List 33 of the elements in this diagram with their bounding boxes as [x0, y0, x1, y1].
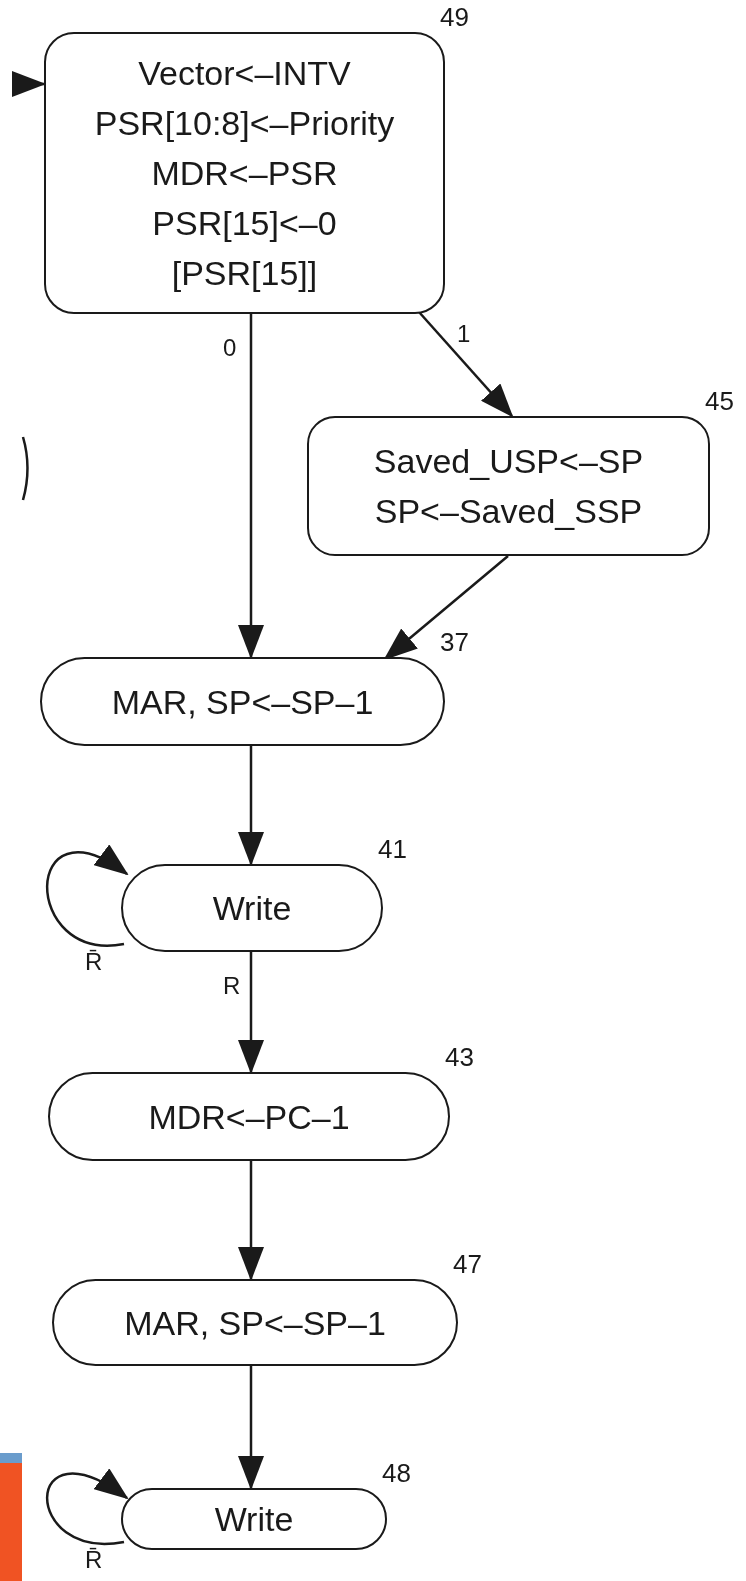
state-number: 48	[382, 1458, 411, 1489]
state-number: 37	[440, 627, 469, 658]
arrow	[12, 71, 46, 97]
state-action: MDR<–PSR	[151, 153, 338, 194]
state-number: 41	[378, 834, 407, 865]
state-number: 45	[705, 386, 734, 417]
state-action: PSR[10:8]<–Priority	[94, 103, 395, 144]
arrow	[238, 1161, 264, 1281]
state-action: Write	[214, 1499, 294, 1540]
state-number: 43	[445, 1042, 474, 1073]
edge-label: R̄	[85, 948, 103, 976]
edge-label: R	[223, 972, 241, 1000]
state-action: [PSR[15]]	[171, 253, 318, 294]
arrow	[238, 746, 264, 866]
arrow	[238, 952, 264, 1074]
state-action: MAR, SP<–SP–1	[124, 1302, 386, 1344]
loop-arrow	[46, 1469, 129, 1545]
state-action: Vector<–INTV	[138, 53, 351, 94]
loop-arrow	[46, 846, 129, 947]
arrow	[418, 311, 514, 418]
edge-label: R̄	[85, 1546, 103, 1574]
state-action: Write	[212, 888, 292, 929]
state-action: MDR<–PC–1	[148, 1096, 350, 1138]
state-action: MAR, SP<–SP–1	[111, 681, 374, 723]
edge-label: 0	[223, 334, 237, 362]
state-action: SP<–Saved_SSP	[374, 491, 643, 532]
state-number: 49	[440, 2, 469, 33]
state-action: Saved_USP<–SP	[373, 441, 644, 482]
edge-label: 1	[457, 320, 471, 348]
state-action: PSR[15]<–0	[152, 203, 337, 244]
state-number: 47	[453, 1249, 482, 1280]
arrow	[238, 1366, 264, 1490]
arrow	[238, 314, 264, 659]
